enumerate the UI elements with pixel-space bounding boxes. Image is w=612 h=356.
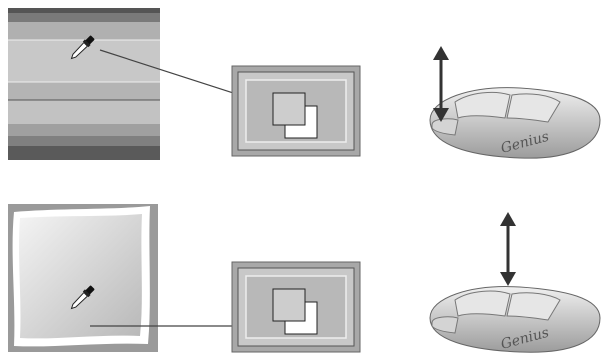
mouse-icon-top: Genius [430,88,600,159]
striped-source-panel [8,8,160,160]
color-swatch-box-bottom [232,262,360,352]
scroll-up-down-arrow-bottom [500,212,516,286]
color-swatch-box-top [232,66,360,156]
tilted-square-source-panel [8,204,158,352]
scroll-up-down-arrow-top [433,46,449,122]
mouse-icon-bottom: Genius [430,287,600,353]
